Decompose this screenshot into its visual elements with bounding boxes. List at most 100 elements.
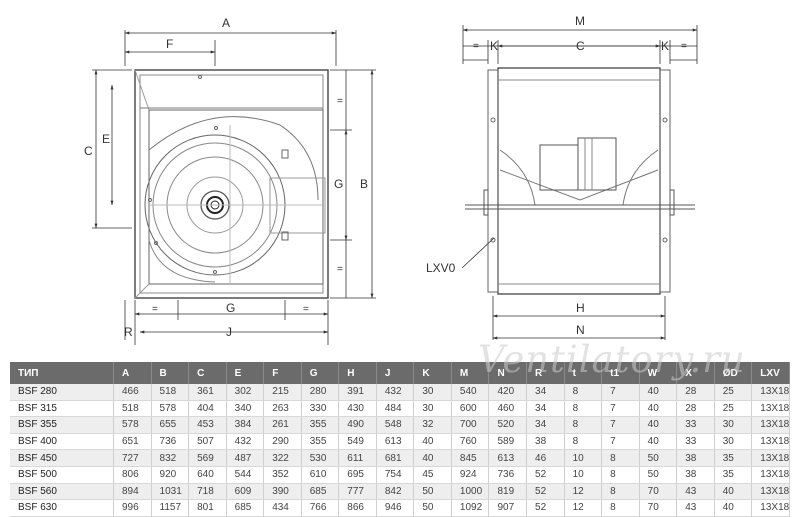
column-header: LXV	[751, 362, 790, 384]
table-cell: 7	[601, 384, 640, 401]
model-cell: BSF 560	[10, 483, 114, 501]
dim-label-eq-bottom: =	[337, 264, 343, 275]
table-cell: 10	[564, 449, 603, 467]
column-header: ТИП	[10, 362, 114, 384]
column-header: G	[301, 362, 340, 384]
table-cell: 355	[301, 416, 340, 434]
table-cell: 640	[188, 466, 227, 484]
table-cell: 487	[226, 449, 265, 467]
table-cell: 920	[151, 466, 190, 484]
table-cell: 8	[601, 449, 640, 467]
table-cell: 70	[639, 483, 678, 501]
table-cell: 544	[226, 466, 265, 484]
table-cell: 40	[714, 499, 753, 517]
table-cell: 530	[301, 449, 340, 467]
table-cell: 46	[526, 449, 565, 467]
table-cell: 52	[526, 483, 565, 501]
dim-label-K-right: K	[661, 39, 669, 53]
table-cell: 12	[564, 499, 603, 517]
table-cell: 609	[226, 483, 265, 501]
dim-label-M: M	[575, 14, 585, 28]
table-cell: 352	[263, 466, 302, 484]
table-cell: 263	[263, 400, 302, 418]
table-cell: 760	[451, 433, 490, 451]
table-cell: 1157	[151, 499, 190, 517]
table-cell: 34	[526, 416, 565, 434]
table-cell: 391	[338, 384, 377, 401]
table-cell: 290	[263, 433, 302, 451]
table-cell: 261	[263, 416, 302, 434]
model-cell: BSF 400	[10, 433, 114, 451]
table-cell: 754	[376, 466, 415, 484]
table-cell: 280	[301, 384, 340, 401]
table-cell: 8	[564, 416, 603, 434]
table-cell: 43	[676, 483, 715, 501]
column-header: H	[338, 362, 377, 384]
table-cell: 322	[263, 449, 302, 467]
table-cell: 8	[601, 483, 640, 501]
table-cell: 28	[676, 400, 715, 418]
column-header: F	[263, 362, 302, 384]
table-cell: 12	[564, 483, 603, 501]
dim-label-eq-top: =	[337, 96, 343, 107]
table-cell: 946	[376, 499, 415, 517]
table-cell: 40	[413, 433, 452, 451]
dim-label-B: B	[360, 177, 368, 191]
table-cell: 430	[338, 400, 377, 418]
dim-label-H: H	[576, 301, 585, 315]
table-cell: 40	[639, 384, 678, 401]
table-cell: 996	[113, 499, 152, 517]
table-cell: 507	[188, 433, 227, 451]
table-cell: 578	[113, 416, 152, 434]
dim-label-eq-left: =	[152, 304, 158, 315]
table-cell: 924	[451, 466, 490, 484]
table-cell: 518	[151, 384, 190, 401]
column-header: A	[113, 362, 152, 384]
dim-label-eq-right-side: =	[681, 41, 687, 52]
table-cell: 28	[676, 384, 715, 401]
column-header: C	[188, 362, 227, 384]
front-view-dimensions	[92, 30, 376, 345]
column-header: K	[413, 362, 452, 384]
table-cell: 1000	[451, 483, 490, 501]
table-cell: 13X18	[751, 400, 790, 418]
model-cell: BSF 315	[10, 400, 114, 418]
table-cell: 432	[226, 433, 265, 451]
table-cell: 600	[451, 400, 490, 418]
table-cell: 777	[338, 483, 377, 501]
column-header: t	[564, 362, 603, 384]
side-view-labels: M = K C K = LXV0 H N	[426, 14, 687, 337]
table-cell: 33	[676, 416, 715, 434]
table-cell: 907	[488, 499, 528, 517]
table-cell: 611	[338, 449, 377, 467]
table-cell: 404	[188, 400, 227, 418]
table-cell: 38	[676, 449, 715, 467]
table-cell: 40	[639, 416, 678, 434]
table-cell: 30	[714, 433, 753, 451]
column-header: t1	[601, 362, 640, 384]
table-cell: 7	[601, 416, 640, 434]
dim-label-G-vertical: G	[334, 177, 343, 191]
table-cell: 33	[676, 433, 715, 451]
table-cell: 466	[113, 384, 152, 401]
table-cell: 700	[451, 416, 490, 434]
table-cell: 845	[451, 449, 490, 467]
table-cell: 8	[601, 466, 640, 484]
table-cell: 50	[639, 449, 678, 467]
table-cell: 520	[488, 416, 528, 434]
table-cell: 390	[263, 483, 302, 501]
table-cell: 718	[188, 483, 227, 501]
table-cell: 30	[413, 400, 452, 418]
table-cell: 13X18	[751, 466, 790, 484]
table-cell: 38	[526, 433, 565, 451]
table-cell: 832	[151, 449, 190, 467]
table-cell: 10	[564, 466, 603, 484]
side-view-dimensions	[461, 25, 698, 340]
table-cell: 355	[301, 433, 340, 451]
